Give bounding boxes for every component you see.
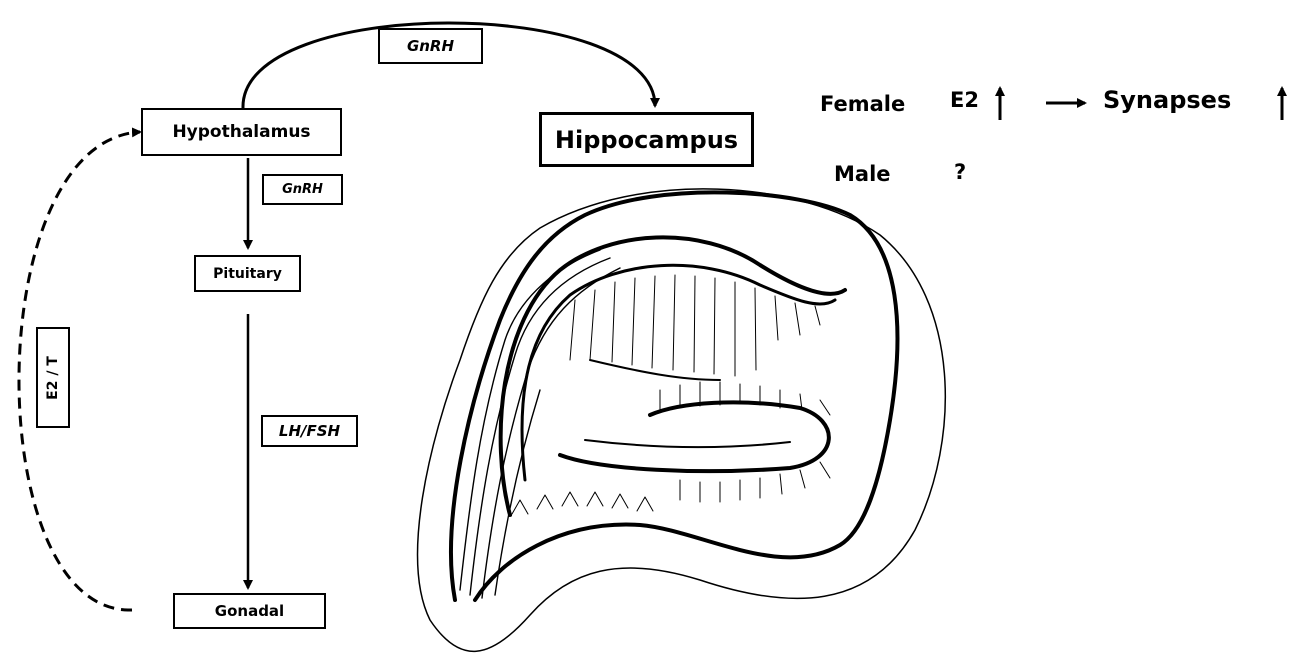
female-hormone: E2: [950, 88, 979, 112]
e2-t-text: E2 / T: [45, 356, 61, 400]
male-value: ?: [954, 160, 966, 184]
node-gonadal: Gonadal: [173, 593, 326, 629]
edge-label-gnrh-top: GnRH: [378, 28, 483, 64]
synapses-label: Synapses: [1103, 86, 1231, 114]
male-label: Male: [834, 162, 891, 186]
female-label: Female: [820, 92, 905, 116]
node-hypothalamus: Hypothalamus: [141, 108, 342, 156]
edge-label-lh-fsh: LH/FSH: [261, 415, 358, 447]
node-pituitary: Pituitary: [194, 255, 301, 292]
hippocampus-illustration: [418, 189, 946, 651]
edge-label-e2-t: E2 / T: [36, 327, 70, 428]
node-hippocampus: Hippocampus: [539, 112, 754, 167]
edge-label-gnrh-down: GnRH: [262, 174, 343, 205]
